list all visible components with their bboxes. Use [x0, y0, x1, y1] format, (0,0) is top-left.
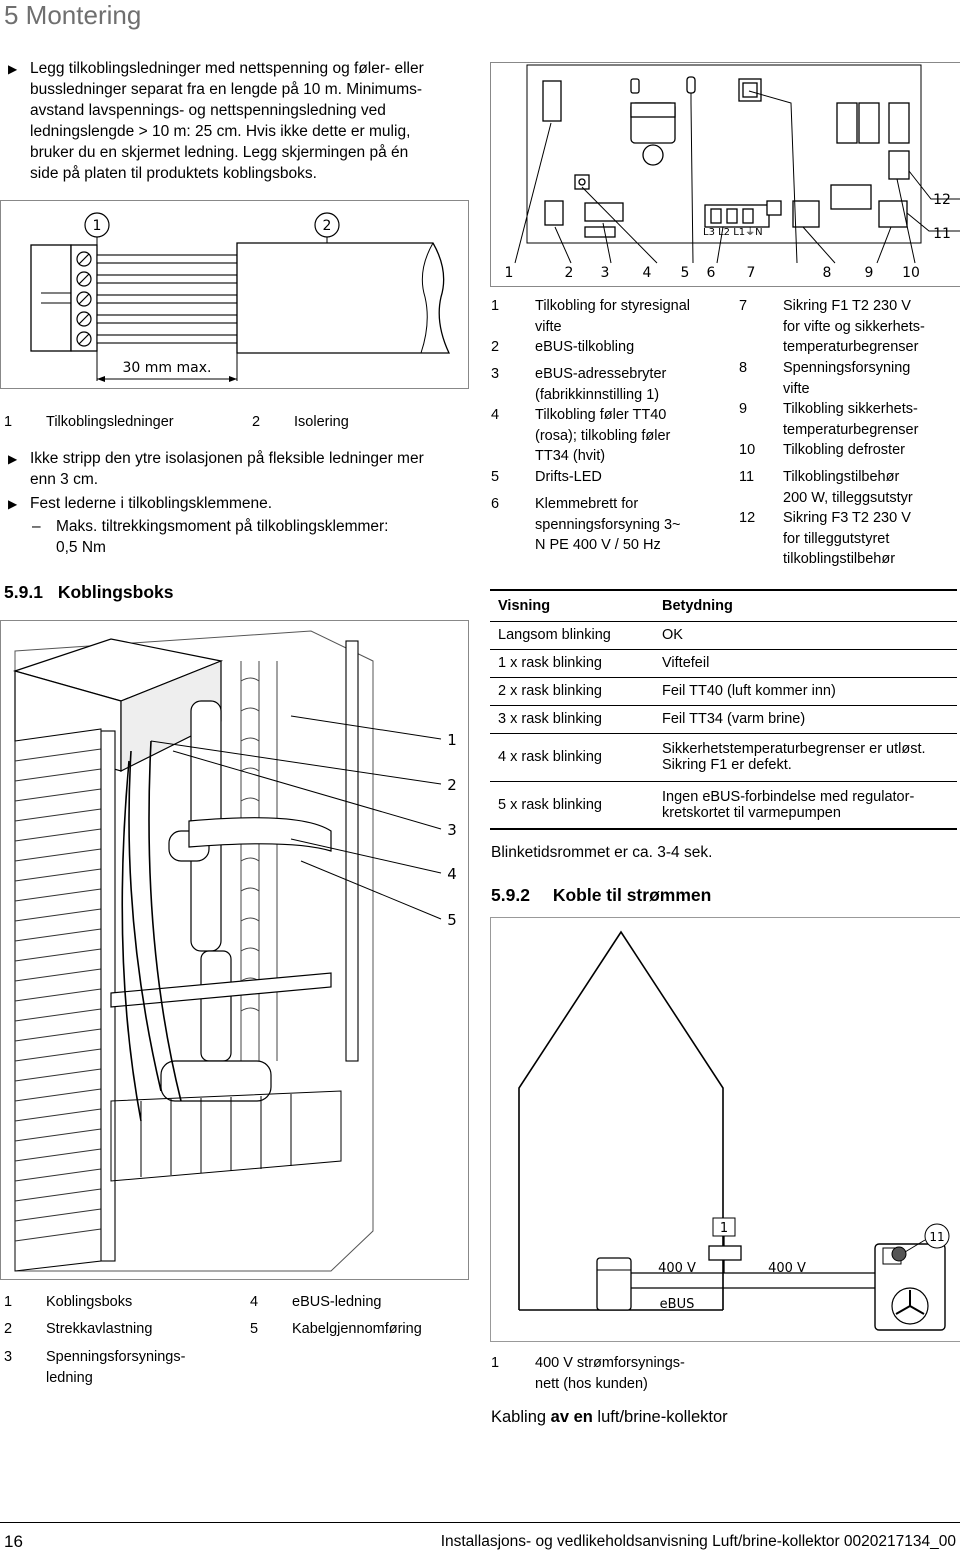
table-row: 2 x rask blinking Feil TT40 (luft kommer…: [490, 677, 957, 705]
pcb-num-3: 3: [601, 265, 610, 281]
figure-caption: Kabling av en luft/brine-kollektor: [491, 1408, 728, 1426]
led-status-table: Visning Betydning Langsom blinking OK 1 …: [490, 589, 957, 830]
terminal-label: L3 L2 L1⏚N: [703, 226, 763, 238]
pcb-legend-item: 4 Tilkobling føler TT40(rosa); tilkoblin…: [491, 407, 671, 464]
table-row: 3 x rask blinking Feil TT34 (varm brine): [490, 705, 957, 733]
pcb-legend-item: 10 Tilkobling defroster: [739, 442, 905, 458]
label-400v-right: 400 V: [768, 1261, 806, 1276]
fig2-legend-4: 4 eBUS-ledning: [250, 1294, 382, 1310]
pcb-num-12: 12: [933, 192, 951, 208]
table-row: 4 x rask blinking Sikkerhetstemperaturbe…: [490, 733, 957, 781]
table-header-visning: Visning: [498, 597, 551, 614]
bullet-arrow-icon: ▶: [8, 497, 18, 511]
pcb-num-10: 10: [902, 265, 920, 281]
bullet-arrow-icon: ▶: [8, 452, 18, 466]
pcb-drawing: L3 L2 L1⏚N 1 2 3 4 5 6 7 8 9 10: [505, 64, 960, 281]
pcb-num-2: 2: [565, 265, 574, 281]
pcb-num-4: 4: [643, 265, 652, 281]
fig1-callout-1: 1: [93, 218, 102, 234]
house-wiring-drawing: 1 400 V 400 V eBUS 11: [518, 930, 950, 1331]
label-400v-left: 400 V: [658, 1261, 696, 1276]
cable-strip-drawing: 1 2 30 mm max.: [30, 212, 451, 382]
fig2-callout-1: 1: [447, 731, 457, 749]
fig1-legend-2: 2 Isolering: [252, 414, 349, 430]
pcb-num-7: 7: [747, 265, 756, 281]
doc-title: Installasjons- og vedlikeholdsanvisning …: [440, 1533, 956, 1550]
table-header-betydning: Betydning: [662, 597, 733, 614]
bullet-arrow-icon: ▶: [8, 62, 18, 76]
footer-divider: [0, 1522, 960, 1523]
subsection-koble-strom: 5.9.2 Koble til strømmen: [491, 885, 712, 905]
fig2-callout-5: 5: [447, 911, 457, 929]
page-number: 16: [4, 1532, 23, 1551]
pcb-legend-item: 2 eBUS-tilkobling: [491, 339, 635, 355]
pcb-legend-item: 9 Tilkobling sikkerhets-temperaturbegren…: [739, 401, 919, 438]
intro-bullet-text: Legg tilkoblingsledninger med nettspenni…: [30, 60, 424, 182]
bullet-strip-text: Ikke stripp den ytre isolasjonen på flek…: [30, 450, 424, 488]
table-row: Langsom blinking OK: [490, 621, 957, 649]
label-ebus: eBUS: [660, 1297, 695, 1312]
pcb-num-5: 5: [681, 265, 690, 281]
table-row: 1 x rask blinking Viftefeil: [490, 649, 957, 677]
cable-strip-figure: 1 2 30 mm max.: [0, 200, 469, 389]
dash-icon: –: [32, 518, 41, 535]
pcb-legend-item: 3 eBUS-adressebryter(fabrikkinnstilling …: [491, 366, 667, 403]
pcb-num-1: 1: [505, 265, 514, 281]
fig2-callout-3: 3: [447, 821, 457, 839]
blink-note: Blinketidsrommet er ca. 3-4 sek.: [491, 844, 713, 861]
house-wiring-figure: 1 400 V 400 V eBUS 11: [490, 917, 960, 1342]
subsection-koblingsboks: 5.9.1 Koblingsboks: [4, 582, 174, 602]
dash-item-text: Maks. tiltrekkingsmoment på tilkoblingsk…: [56, 518, 389, 556]
table-header-row: Visning Betydning: [490, 590, 957, 621]
table-row: 5 x rask blinking Ingen eBUS-forbindelse…: [490, 781, 957, 829]
pcb-num-6: 6: [707, 265, 716, 281]
pcb-num-9: 9: [865, 265, 874, 281]
pcb-num-8: 8: [823, 265, 832, 281]
fig1-legend-1: 1 Tilkoblingsledninger: [4, 414, 174, 430]
pcb-figure: L3 L2 L1⏚N 1 2 3 4 5 6 7 8 9 10: [490, 62, 960, 287]
fig2-legend-5: 5 Kabelgjennomføring: [250, 1321, 422, 1337]
fig2-callout-4: 4: [447, 865, 457, 883]
connection-box-figure: 1 2 3 4 5: [0, 620, 469, 1280]
fig2-legend-2: 2 Strekkavlastning: [4, 1321, 153, 1337]
fig2-legend-3: 3 Spenningsforsynings- ledning: [4, 1349, 186, 1386]
dimension-label: 30 mm max.: [123, 360, 212, 376]
house-callout-1: 1: [720, 1221, 728, 1236]
fig2-callout-2: 2: [447, 776, 457, 794]
fig2-legend-1: 1 Koblingsboks: [4, 1294, 133, 1310]
bullet-fasten-text: Fest lederne i tilkoblingsklemmene.: [30, 495, 273, 512]
house-callout-11: 11: [929, 1230, 944, 1244]
pcb-num-11: 11: [933, 226, 951, 242]
house-legend-1: 1 400 V strømforsynings- nett (hos kunde…: [491, 1355, 685, 1392]
section-title: 5 Montering: [4, 0, 142, 30]
pcb-legend-item: 5 Drifts-LED: [491, 469, 602, 485]
connection-box-drawing: 1 2 3 4 5: [12, 630, 457, 1272]
fig1-callout-2: 2: [323, 218, 332, 234]
